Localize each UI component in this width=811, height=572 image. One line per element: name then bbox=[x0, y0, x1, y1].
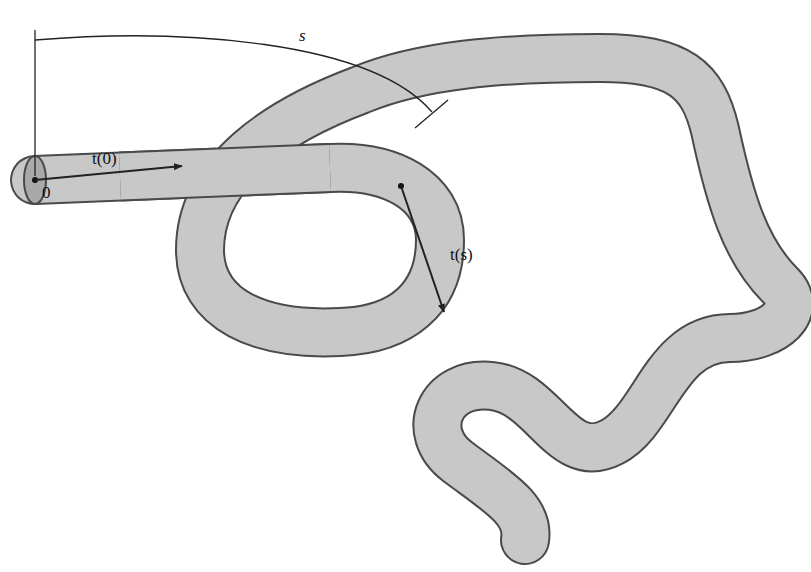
tangent-label: t(0) bbox=[92, 150, 117, 167]
origin-label: 0 bbox=[42, 184, 51, 201]
tangent-label: t(s) bbox=[450, 246, 473, 263]
arc-length-label: s bbox=[296, 27, 309, 44]
